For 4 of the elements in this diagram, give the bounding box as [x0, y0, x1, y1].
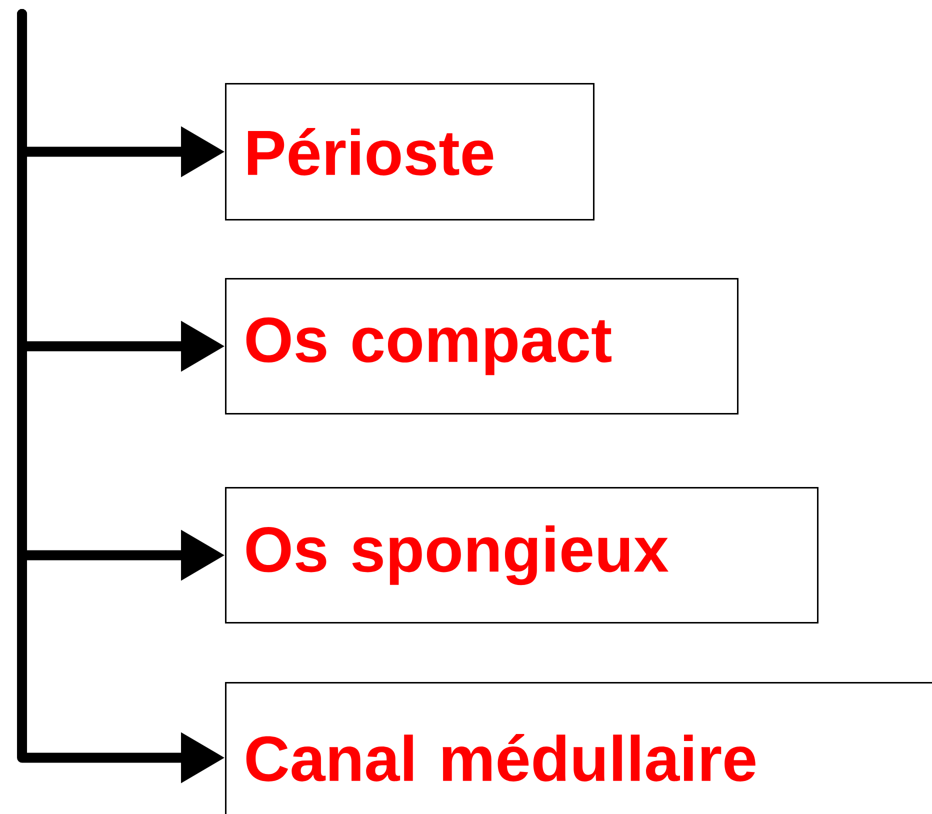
label-box: Os spongieux [225, 487, 818, 624]
label-box: Os compact [225, 278, 738, 414]
label-box: Périoste [225, 83, 594, 220]
label-box: Canal médullaire [225, 682, 932, 814]
